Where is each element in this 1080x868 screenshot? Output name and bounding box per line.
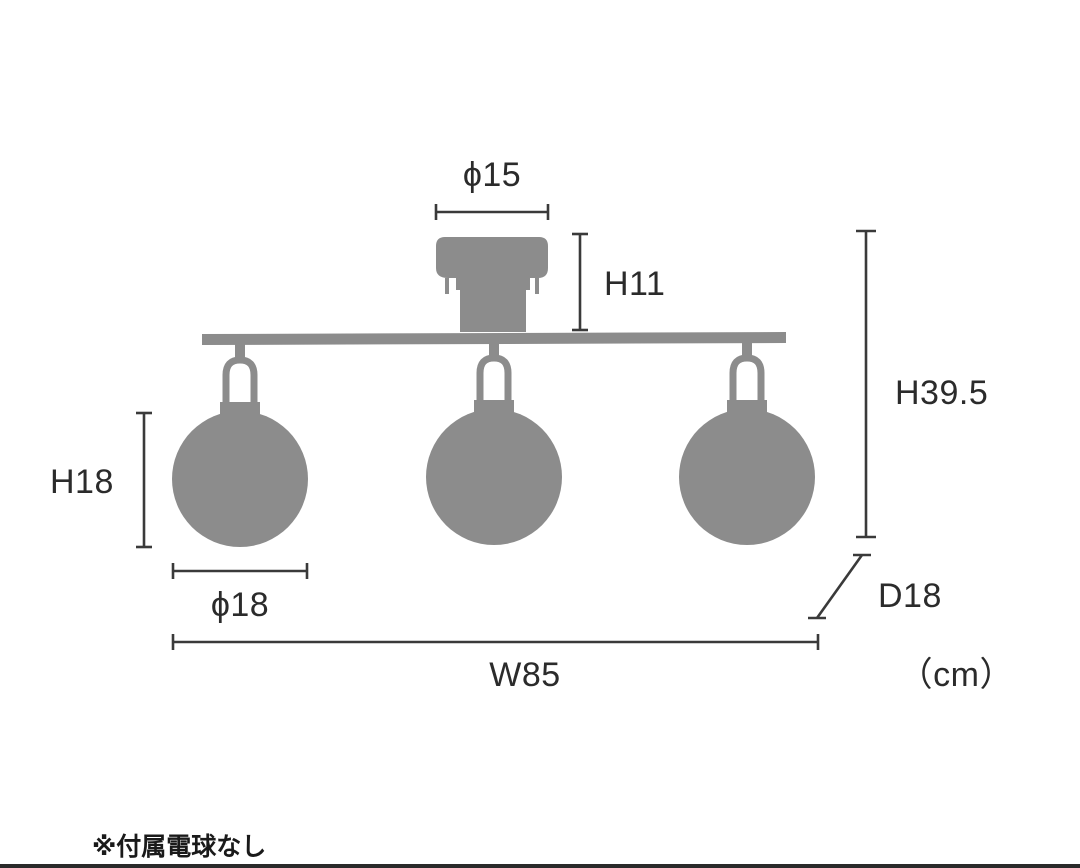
width-label: W85	[489, 656, 560, 694]
canopy	[436, 237, 548, 332]
width-dimension	[171, 634, 820, 650]
globe-middle	[426, 341, 562, 545]
horizontal-arm	[202, 332, 786, 345]
globe-right	[679, 341, 815, 545]
globe-diameter-label: ϕ18	[211, 586, 269, 624]
unit-label: （cm）	[899, 656, 1014, 694]
total-height-label: H39.5	[895, 374, 988, 412]
canopy-screw-right	[535, 278, 539, 294]
no-bulb-note: ※付属電球なし	[92, 832, 266, 861]
canopy-height-dimension	[572, 232, 588, 332]
globe-height-dimension	[136, 411, 152, 549]
bottom-border	[0, 864, 1080, 868]
depth-label: D18	[878, 577, 942, 615]
globe-height-label: H18	[50, 463, 114, 501]
globe-diameter-dimension	[171, 563, 309, 579]
canopy-screw-left	[445, 278, 449, 294]
globe-left	[172, 343, 308, 547]
total-height-dimension	[856, 229, 876, 539]
canopy-diameter-dimension	[434, 204, 550, 220]
canopy-diameter-label: ϕ15	[463, 156, 521, 194]
canopy-height-label: H11	[604, 265, 665, 303]
depth-dimension	[808, 553, 871, 620]
ceiling-lamp-silhouette	[172, 237, 815, 547]
